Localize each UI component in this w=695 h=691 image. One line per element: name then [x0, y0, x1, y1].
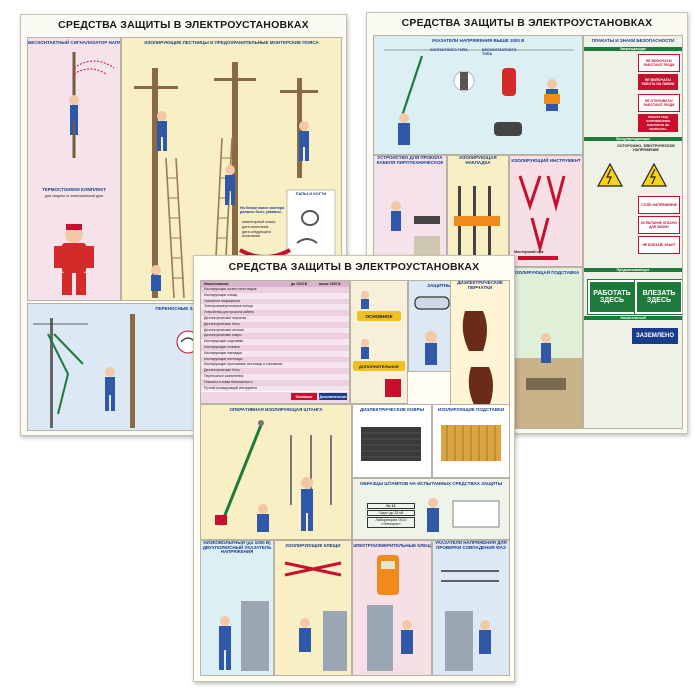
- sign-live-work: РАБОТА ПОД НАПРЯЖЕНИЕМ ПОВТОРНО НЕ ВКЛЮЧ…: [638, 114, 678, 132]
- sign-stop-voltage: СТОЙ! НАПРЯЖЕНИЕ: [638, 196, 680, 214]
- panel-carpets-header: ДИЭЛЕКТРИЧЕСКИЕ КОВРЫ: [359, 407, 425, 412]
- cable-illustration: [391, 201, 440, 260]
- panel-stand: ИЗОЛИРУЮЩИЕ ПОДСТАВКИ: [432, 404, 510, 478]
- panel-phase-header: УКАЗАТЕЛИ НАПРЯЖЕНИЯ ДЛЯ ПРОВЕРКИ СОВПАД…: [435, 541, 507, 550]
- carpets-illustration: [361, 427, 421, 461]
- sign-do-not-open: НЕ ОТКРЫВАТЬ! РАБОТАЮТ ЛЮДИ: [638, 94, 680, 112]
- sign-test-danger: ИСПЫТАНИЕ ОПАСНО ДЛЯ ЖИЗНИ: [638, 216, 680, 234]
- panel-carpets: ДИЭЛЕКТРИЧЕСКИЕ КОВРЫ: [352, 404, 432, 478]
- stamp-valid: Годен до 35 кВ: [367, 510, 415, 517]
- gloves-illustration: [462, 311, 493, 407]
- panel-tongs-header: ИЗОЛИРУЮЩИЕ КЛЕЩИ: [285, 543, 341, 548]
- badge-basic: ОСНОВНОЕ: [357, 311, 401, 321]
- table-header-name: Наименование: [204, 282, 229, 286]
- prescribing-header: Предписывающие: [584, 268, 682, 273]
- stamp-lab: Лаборатория ООО «Электрик»: [367, 517, 415, 528]
- belt-item-1: инвентарный номер: [242, 220, 276, 224]
- indicator-illustration: [384, 49, 574, 145]
- overlay-illustration: [454, 186, 500, 256]
- panel-cable-header: УСТРОЙСТВО ДЛЯ ПРОКОЛА КАБЕЛЯ ПИРОТЕХНИЧ…: [376, 156, 444, 165]
- poster-right-title: СРЕДСТВА ЗАЩИТЫ В ЭЛЕКТРОУСТАНОВКАХ: [401, 17, 653, 29]
- panel-mat-header: ИЗОЛИРУЮЩАЯ ПОДСТАВКА: [512, 270, 580, 275]
- sign-grounded: ЗАЗЕМЛЕНО: [632, 328, 678, 344]
- phase-illustration: [441, 570, 499, 671]
- mounting-knife-label: Монтерский нож: [514, 250, 544, 254]
- belt-item-3: дата следующего испытания: [242, 230, 272, 239]
- panel-rod: ОПЕРАТИВНАЯ ИЗОЛИРУЮЩАЯ ШТАНГА: [200, 404, 352, 540]
- panel-gloves: ДИЭЛЕКТРИЧЕСКИЕ ПЕРЧАТКИ: [450, 280, 510, 422]
- meter-illustration: [367, 555, 413, 671]
- classes-illustration: [361, 291, 401, 397]
- indicating-header: Указательный: [584, 316, 682, 321]
- sign-do-not-switch-people: НЕ ВКЛЮЧАТЬ! РАБОТАЮТ ЛЮДИ: [638, 54, 680, 72]
- poster-front: СРЕДСТВА ЗАЩИТЫ В ЭЛЕКТРОУСТАНОВКАХ Наим…: [193, 255, 515, 682]
- panel-rod-header: ОПЕРАТИВНАЯ ИЗОЛИРУЮЩАЯ ШТАНГА: [229, 407, 323, 412]
- panel-posters: ПЛАКАТЫ И ЗНАКИ БЕЗОПАСНОСТИ Запрещающие…: [583, 35, 683, 429]
- stamp-illustration: [427, 498, 500, 532]
- badge-additional: ДОПОЛНИТЕЛЬНОЕ: [353, 361, 405, 371]
- table-row: Ручной изолирующий инструмент: [201, 385, 349, 393]
- panel-low-indicator-header: НИЗКОВОЛЬТНЫЙ (до 1000 В) ДВУХПОЛЮСНЫЙ У…: [202, 541, 272, 555]
- poster-front-title: СРЕДСТВА ЗАЩИТЫ В ЭЛЕКТРОУСТАНОВКАХ: [228, 261, 480, 273]
- badge-basic-small: Основное: [291, 393, 317, 400]
- panel-low-indicator: НИЗКОВОЛЬТНЫЙ (до 1000 В) ДВУХПОЛЮСНЫЙ У…: [200, 540, 274, 676]
- tongs-illustration: [284, 561, 347, 671]
- contactless-illustration: [54, 52, 115, 295]
- table-header-low: до 1000 В: [291, 282, 308, 286]
- warning-header: Предупреждающие: [584, 137, 682, 142]
- claws-header: ЛАПЫ И КОГТИ: [295, 192, 327, 196]
- panel-tool-header: ИЗОЛИРУЮЩИЙ ИНСТРУМЕНТ: [511, 158, 581, 163]
- tool-illustration: [518, 175, 566, 260]
- badge-additional-small: Дополнительное: [319, 393, 347, 400]
- panel-ladders-header: ИЗОЛИРУЮЩИЕ ЛЕСТНИЦЫ И ПРЕДОХРАНИТЕЛЬНЫЕ…: [144, 40, 319, 45]
- panel-stand-header: ИЗОЛИРУЮЩИЕ ПОДСТАВКИ: [437, 407, 505, 412]
- table-header-high: выше 1000 В: [319, 282, 341, 286]
- sign-no-climb: НЕ ВЛЕЗАЙ! УБЬЕТ: [638, 236, 680, 254]
- stamp-number: № 12: [367, 503, 415, 510]
- belt-item-2: дата испытания: [242, 225, 269, 229]
- sign-work-here: РАБОТАТЬ ЗДЕСЬ: [587, 279, 637, 315]
- low-indicator-illustration: [219, 601, 269, 671]
- panel-overlay: ИЗОЛИРУЮЩАЯ НАКЛАДКА: [447, 155, 509, 267]
- thermal-header: ТЕРМОСТОЙКИЙ КОМПЛЕКТ: [42, 188, 106, 192]
- panel-phase: УКАЗАТЕЛИ НАПРЯЖЕНИЯ ДЛЯ ПРОВЕРКИ СОВПАД…: [432, 540, 510, 676]
- table-classification: Наименование до 1000 В выше 1000 В Изоли…: [200, 280, 350, 404]
- panel-tool: ИЗОЛИРУЮЩИЙ ИНСТРУМЕНТ Монтерский нож: [509, 155, 583, 267]
- panel-meter: ЭЛЕКТРОИЗМЕРИТЕЛЬНЫЕ КЛЕЩИ: [352, 540, 432, 676]
- panel-tongs: ИЗОЛИРУЮЩИЕ КЛЕЩИ: [274, 540, 352, 676]
- panel-classes: ОСНОВНОЕ ДОПОЛНИТЕЛЬНОЕ: [350, 280, 408, 404]
- panel-contactless: БЕСКОНТАКТНЫЙ СИГНАЛИЗАТОР НАПРЯЖЕНИЯ ТЕ…: [27, 37, 121, 301]
- panel-contactless-header: БЕСКОНТАКТНЫЙ СИГНАЛИЗАТОР НАПРЯЖЕНИЯ: [28, 40, 120, 45]
- panel-cable: УСТРОЙСТВО ДЛЯ ПРОКОЛА КАБЕЛЯ ПИРОТЕХНИЧ…: [373, 155, 447, 267]
- panel-posters-header: ПЛАКАТЫ И ЗНАКИ БЕЗОПАСНОСТИ: [591, 38, 675, 43]
- panel-mat: ИЗОЛИРУЮЩАЯ ПОДСТАВКА: [509, 267, 583, 429]
- panel-overlay-header: ИЗОЛИРУЮЩАЯ НАКЛАДКА: [459, 156, 497, 165]
- stand-illustration: [441, 425, 501, 461]
- panel-stamp-header: ОБРАЗЦЫ ШТАМПОВ НА ИСПЫТАННЫХ СРЕДСТВАХ …: [359, 481, 503, 486]
- thermal-subheader: для защиты от электрической дуги: [44, 194, 104, 198]
- poster-left-title: СРЕДСТВА ЗАЩИТЫ В ЭЛЕКТРОУСТАНОВКАХ: [58, 19, 309, 31]
- belt-note: На белом поясе монтера должны быть указа…: [240, 206, 285, 215]
- panel-portable-header: ПЕРЕНОСНЫЕ ЗАЗЕМЛЕНИЯ: [155, 306, 221, 311]
- panel-gloves-header: ДИЭЛЕКТРИЧЕСКИЕ ПЕРЧАТКИ: [457, 281, 503, 290]
- panel-indicator: УКАЗАТЕЛИ НАПРЯЖЕНИЯ ВЫШЕ 1000 В КОНТАКТ…: [373, 35, 583, 155]
- sign-climb-here: ВЛЕЗАТЬ ЗДЕСЬ: [634, 279, 682, 315]
- warning-triangles: [596, 162, 668, 187]
- panel-meter-header: ЭЛЕКТРОИЗМЕРИТЕЛЬНЫЕ КЛЕЩИ: [353, 543, 431, 548]
- danger-caption: ОСТОРОЖНО, ЭЛЕКТРИЧЕСКОЕ НАПРЯЖЕНИЕ: [617, 144, 675, 153]
- mat-illustration: [510, 333, 582, 428]
- sign-do-not-switch-line: НЕ ВКЛЮЧАТЬ! РАБОТА НА ЛИНИИ: [638, 74, 678, 90]
- panel-stamp: ОБРАЗЦЫ ШТАМПОВ НА ИСПЫТАННЫХ СРЕДСТВАХ …: [352, 478, 510, 540]
- prohibiting-header: Запрещающие: [584, 47, 682, 52]
- rod-illustration: [215, 420, 332, 532]
- panel-indicator-header: УКАЗАТЕЛИ НАПРЯЖЕНИЯ ВЫШЕ 1000 В: [431, 38, 525, 43]
